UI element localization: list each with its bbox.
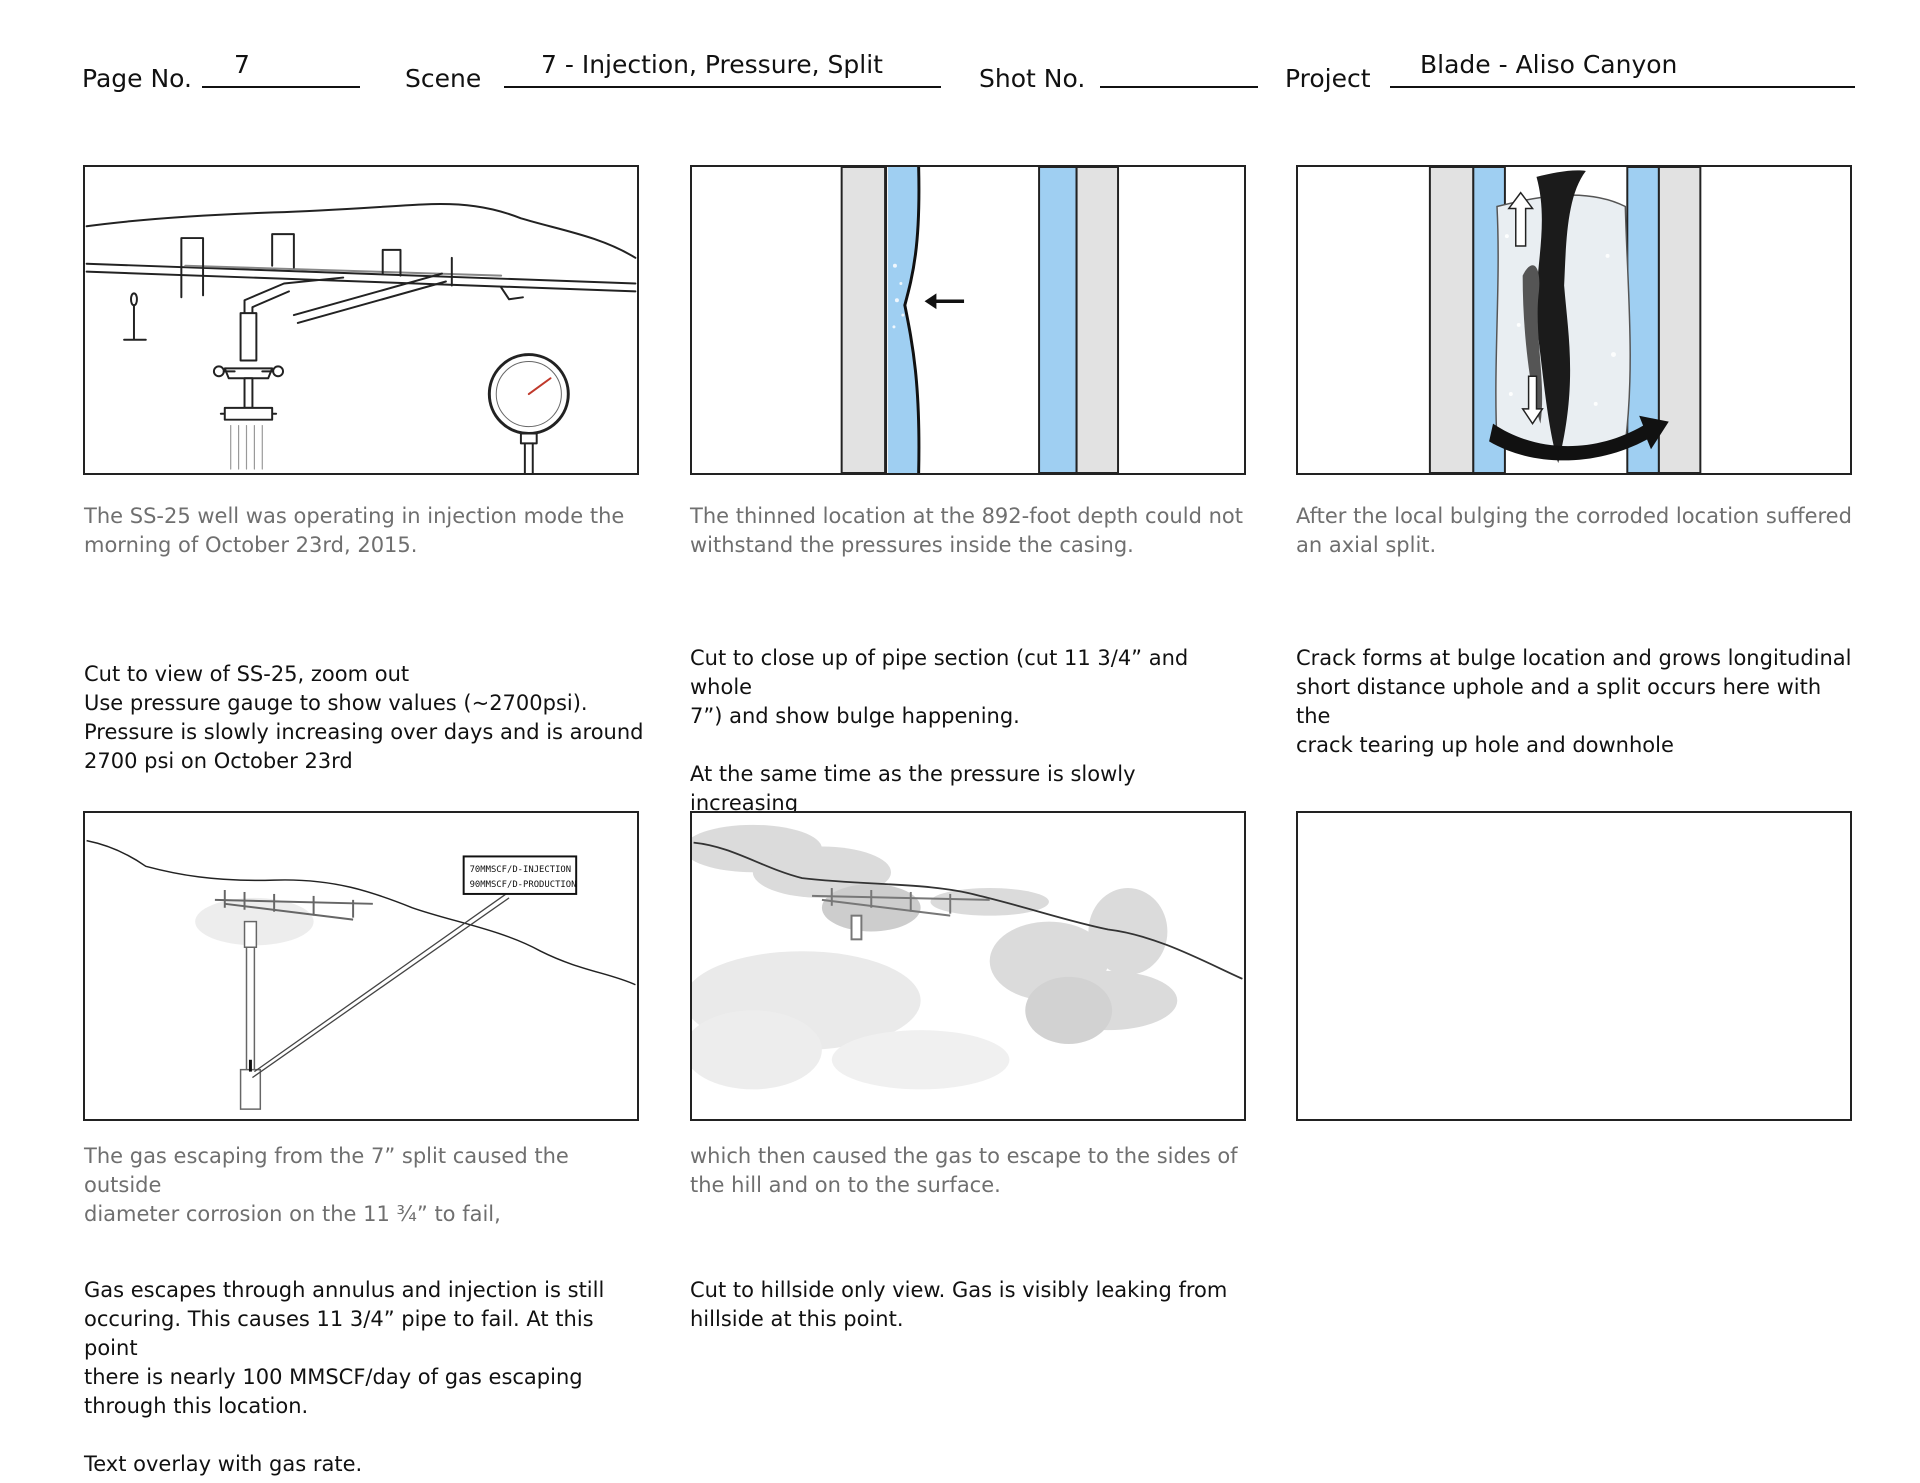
gas-rate-overlay-line-2: 90MMSCF/D-PRODUCTION (470, 880, 577, 890)
page-no-value: 7 (234, 50, 250, 79)
split-crack-icon (1522, 170, 1586, 464)
project-value: Blade - Aliso Canyon (1420, 50, 1678, 79)
gas-cloud-icon (692, 824, 1178, 1090)
hillside-icon (85, 203, 637, 259)
panel-1-caption: The SS-25 well was operating in injectio… (84, 504, 625, 557)
scene-value: 7 - Injection, Pressure, Split (541, 50, 883, 79)
hillside-icon (693, 841, 1243, 980)
panel-5-caption: which then caused the gas to escape to t… (690, 1144, 1238, 1197)
pipeline-icon (85, 262, 637, 285)
up-arrow-icon (1507, 191, 1535, 247)
panel-1-notes: Cut to view of SS-25, zoom out Use press… (84, 662, 644, 773)
hillside-gas-rate-illustration: 70MMSCF/D-INJECTION 90MMSCF/D-PRODUCTION (86, 839, 636, 1110)
shot-no-line (1100, 86, 1258, 88)
hillside-icon (86, 839, 636, 986)
wellhead-icon (212, 312, 285, 421)
well-string-icon (239, 920, 262, 1110)
panel-3-frame (1296, 165, 1852, 475)
branch-pipe (292, 272, 443, 317)
scene-line (504, 86, 941, 88)
casing-bulge-illustration (840, 167, 1120, 473)
panel-2-frame (690, 165, 1246, 475)
panel-1-frame (83, 165, 639, 475)
callout-icon (252, 855, 578, 1079)
panel-4-caption: The gas escaping from the 7” split cause… (84, 1144, 569, 1226)
wellhead-pressure-illustration (85, 203, 637, 473)
gas-rate-overlay-line-1: 70MMSCF/D-INJECTION (470, 865, 572, 875)
hillside-gas-leak-illustration (692, 824, 1243, 1090)
axial-split-illustration (1428, 167, 1702, 473)
bulge-arrow-icon (924, 293, 965, 310)
page-no-label: Page No. (82, 64, 192, 93)
panel-6-frame (1296, 811, 1852, 1121)
curved-arrow-icon (1489, 415, 1669, 461)
project-line (1390, 86, 1855, 88)
project-label: Project (1285, 64, 1371, 93)
panel-5-notes: Cut to hillside only view. Gas is visibl… (690, 1278, 1228, 1331)
page-no-line (202, 86, 360, 88)
casing-icon (840, 167, 1120, 473)
panel-4-frame: 70MMSCF/D-INJECTION 90MMSCF/D-PRODUCTION (83, 811, 639, 1121)
shot-no-label: Shot No. (979, 64, 1086, 93)
panel-3-caption: After the local bulging the corroded loc… (1296, 504, 1852, 557)
down-arrow-icon (1521, 375, 1544, 425)
panel-3-notes: Crack forms at bulge location and grows … (1296, 646, 1852, 757)
panel-5-frame (690, 811, 1246, 1121)
pressure-gauge-icon (487, 353, 570, 473)
panel-2-caption: The thinned location at the 892-foot dep… (690, 504, 1243, 557)
panel-4-notes: Gas escapes through annulus and injectio… (84, 1278, 605, 1476)
scene-label: Scene (405, 64, 482, 93)
